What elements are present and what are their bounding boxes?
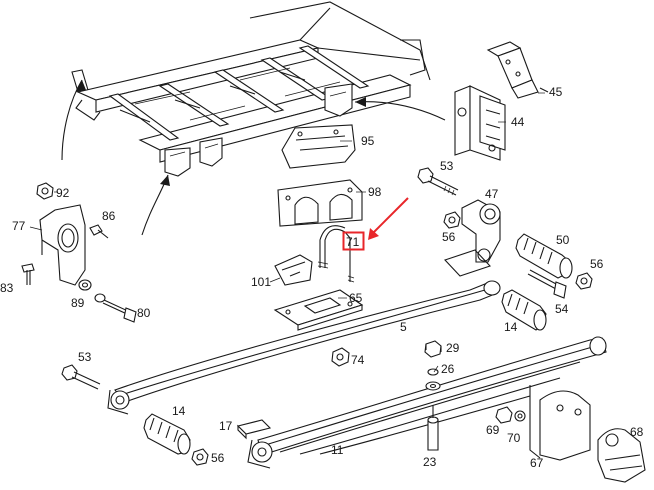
label-11[interactable]: 11 [331, 443, 344, 457]
chassis-frame [71, 1, 431, 177]
part-74-nut [331, 347, 350, 367]
part-65-plate [273, 289, 364, 331]
label-53-left[interactable]: 53 [78, 350, 92, 364]
label-56-a[interactable]: 56 [442, 230, 456, 244]
part-26-washer [425, 368, 441, 391]
label-74[interactable]: 74 [351, 353, 365, 367]
part-14-bushing-left [143, 413, 191, 455]
arrow-head-icon [368, 228, 379, 240]
label-101[interactable]: 101 [251, 275, 271, 289]
label-14-right[interactable]: 14 [504, 320, 518, 334]
label-56-c[interactable]: 56 [211, 451, 225, 465]
label-47[interactable]: 47 [485, 187, 499, 201]
part-14-bushing-right [501, 289, 547, 331]
label-69[interactable]: 69 [486, 423, 500, 437]
label-68[interactable]: 68 [630, 425, 644, 439]
label-29[interactable]: 29 [446, 341, 460, 355]
highlight-marker [342, 197, 409, 251]
label-53-top[interactable]: 53 [440, 159, 454, 173]
label-77[interactable]: 77 [12, 219, 26, 233]
label-5[interactable]: 5 [400, 320, 407, 334]
label-95[interactable]: 95 [361, 134, 375, 148]
part-50-bushing [515, 233, 573, 279]
part-45-bracket [486, 41, 549, 99]
highlight-box [342, 231, 365, 251]
label-45[interactable]: 45 [549, 85, 563, 99]
leader-lines [29, 92, 545, 373]
part-80-bolt [94, 293, 137, 323]
part-70-washer [514, 410, 526, 422]
part-92-nut [36, 182, 54, 200]
part-29-nut [424, 340, 442, 358]
part-86-bolt [89, 224, 109, 239]
part-53-bolt-left [61, 364, 101, 390]
part-89-washer [78, 279, 92, 291]
part-54-bolt [527, 269, 567, 299]
part-98-spacer [277, 179, 363, 227]
part-5-upper-leaf [107, 280, 501, 415]
part-47-shackle [444, 199, 501, 277]
part-101-pad [274, 254, 313, 286]
part-11-lower-leaf-pack [247, 336, 607, 469]
part-56-nut-c [191, 448, 209, 466]
label-14-left[interactable]: 14 [172, 404, 186, 418]
part-69-nut [495, 406, 513, 424]
label-70[interactable]: 70 [507, 431, 521, 445]
part-67-bump-stop [529, 385, 591, 461]
label-23[interactable]: 23 [423, 455, 437, 469]
part-77-hanger [39, 204, 86, 286]
label-98[interactable]: 98 [368, 185, 382, 199]
label-86[interactable]: 86 [102, 209, 116, 223]
label-54[interactable]: 54 [555, 302, 569, 316]
label-56-b[interactable]: 56 [590, 257, 604, 271]
part-23-bolt [427, 405, 439, 451]
label-50[interactable]: 50 [556, 233, 570, 247]
label-17[interactable]: 17 [219, 419, 233, 433]
label-65[interactable]: 65 [349, 291, 363, 305]
arrow-icon [371, 197, 409, 235]
label-89[interactable]: 89 [71, 296, 85, 310]
part-17-pad [236, 419, 272, 440]
part-56-nut-b [575, 272, 593, 290]
label-83[interactable]: 83 [0, 281, 14, 295]
label-92[interactable]: 92 [56, 186, 70, 200]
part-68-mount [597, 428, 646, 483]
label-44[interactable]: 44 [511, 115, 525, 129]
part-95-plate [281, 124, 356, 169]
label-67[interactable]: 67 [530, 456, 544, 470]
part-labels: 92 86 77 83 89 80 95 98 71 101 65 5 53 4… [0, 85, 644, 470]
label-80[interactable]: 80 [137, 306, 151, 320]
part-44-shackle-bracket [454, 85, 506, 161]
part-83-bolt [21, 263, 35, 285]
part-53-bolt-top [417, 167, 459, 196]
assembly-arrows [61, 79, 446, 236]
label-26[interactable]: 26 [441, 362, 455, 376]
part-56-nut-a [443, 211, 461, 229]
label-71[interactable]: 71 [346, 235, 360, 249]
